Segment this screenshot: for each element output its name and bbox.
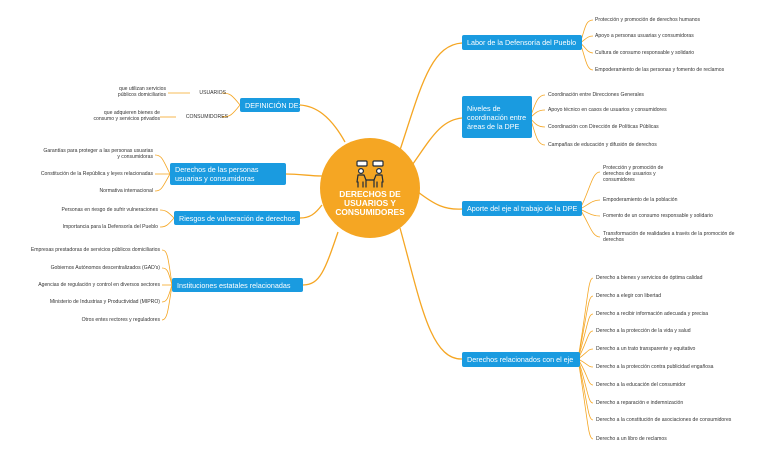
leaf-labor-2: Apoyo a personas usuarias y consumidoras [595, 33, 694, 39]
leaf-derecho-6: Derecho a la protección contra publicida… [596, 364, 714, 370]
node-niveles-label: Niveles de coordinación entre áreas de l… [467, 103, 527, 131]
consumidores-desc: que adquieren bienes de consumo y servic… [93, 110, 160, 122]
center-topic[interactable]: DERECHOS DE USUARIOS Y CONSUMIDORES [320, 138, 420, 238]
link-aporte [417, 191, 463, 210]
leaf-aporte-4: Transformación de realidades a través de… [603, 231, 735, 243]
leaf-instituciones-5: Otros entes rectores y reguladores [81, 317, 160, 323]
leaf-aporte-2: Empoderamiento de la población [603, 197, 678, 203]
node-labor[interactable]: Labor de la Defensoría del Pueblo [462, 35, 582, 50]
leaf-personas-3: Normativa internacional [99, 188, 153, 194]
people-meeting-icon [356, 159, 384, 188]
leaf-instituciones-1: Empresas prestadoras de servicios públic… [30, 247, 160, 253]
leaf-niveles-1: Coordinación entre Direcciones Generales [548, 92, 644, 98]
leaf-derecho-8: Derecho a reparación e indemnización [596, 400, 684, 406]
node-derechos-eje-label: Derechos relacionados con el eje [467, 355, 574, 364]
leaf-instituciones-3: Agencias de regulación y control en dive… [38, 282, 160, 288]
leaf-instituciones-2: Gobiernos Autónomos descentralizados (GA… [50, 265, 160, 271]
node-labor-label: Labor de la Defensoría del Pueblo [467, 38, 577, 47]
node-aporte-label: Aporte del eje al trabajo de la DPE [467, 204, 578, 213]
leaf-labor-3: Cultura de consumo responsable y solidar… [595, 50, 695, 56]
leaf-aporte-1: Protección y promoción de derechos de us… [603, 165, 664, 183]
node-definicion[interactable]: DEFINICIÓN DE: [240, 98, 301, 112]
leaf-derecho-9: Derecho a la constitución de asociacione… [596, 417, 732, 423]
leaf-derecho-4: Derecho a la protección de la vida y sal… [596, 328, 691, 334]
leaf-derecho-5: Derecho a un trato transparente y equita… [596, 346, 696, 352]
link-niveles [409, 117, 463, 169]
leaf-instituciones-4: Ministerio de Industrias y Productividad… [49, 299, 160, 305]
leaf-personas-1: Garantías para proteger a las personas u… [43, 148, 153, 160]
leaf-derecho-2: Derecho a elegir con libertad [596, 293, 662, 299]
leaf-personas-2: Constitución de la República y leyes rel… [40, 171, 153, 177]
node-instituciones[interactable]: Instituciones estatales relacionadas [172, 278, 303, 292]
node-riesgos[interactable]: Riesgos de vulneración de derechos [174, 211, 300, 225]
leaf-labor-4: Empoderamiento de las personas y fomento… [595, 67, 725, 73]
link-labor [399, 42, 463, 151]
node-aporte[interactable]: Aporte del eje al trabajo de la DPE [462, 201, 582, 216]
node-riesgos-label: Riesgos de vulneración de derechos [179, 213, 296, 223]
link-definicion [299, 104, 346, 143]
leaf-niveles-4: Campañas de educación y difusión de dere… [548, 142, 657, 148]
leaf-labor-1: Protección y promoción de derechos human… [595, 17, 701, 23]
node-instituciones-label: Instituciones estatales relacionadas [177, 280, 291, 290]
link-derechos-personas [285, 173, 323, 177]
leaf-riesgos-2: Importancia para la Defensoría del Puebl… [62, 224, 158, 230]
node-definicion-label: DEFINICIÓN DE: [245, 100, 301, 110]
leaf-derecho-7: Derecho a la educación del consumidor [596, 382, 686, 388]
usuarios-desc: que utilizan servicios públicos domicili… [117, 86, 166, 98]
leaf-derecho-1: Derecho a bienes y servicios de óptima c… [596, 275, 703, 281]
link-riesgos [299, 204, 323, 219]
leaf-derecho-3: Derecho a recibir información adecuada y… [596, 311, 709, 317]
usuarios-label: USUARIOS [199, 90, 226, 96]
link-derechos-eje [399, 227, 463, 360]
leaf-derecho-10: Derecho a un libro de reclamos [596, 436, 667, 442]
consumidores-label: CONSUMIDORES [185, 114, 228, 120]
leaf-niveles-3: Coordinación con Dirección de Políticas … [548, 124, 659, 130]
leaf-niveles-2: Apoyo técnico en casos de usuarios y con… [548, 107, 667, 113]
leaf-riesgos-1: Personas en riesgo de sufrir vulneracion… [61, 207, 158, 213]
node-niveles[interactable]: Niveles de coordinación entre áreas de l… [462, 96, 532, 138]
node-derechos-personas-label: Derechos de las personas usuarias y cons… [175, 165, 259, 183]
leaf-aporte-3: Fomento de un consumo responsable y soli… [603, 213, 713, 219]
center-title: DERECHOS DE USUARIOS Y CONSUMIDORES [335, 188, 405, 217]
node-derechos-eje[interactable]: Derechos relacionados con el eje [462, 352, 580, 367]
link-instituciones [302, 231, 339, 286]
node-derechos-personas[interactable]: Derechos de las personas usuarias y cons… [170, 163, 286, 185]
